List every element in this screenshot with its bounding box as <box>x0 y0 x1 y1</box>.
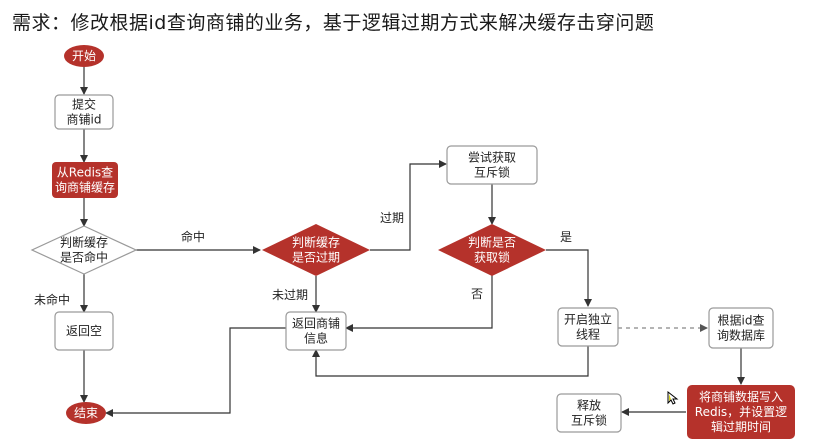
edge-lockcheck-thread <box>546 249 592 307</box>
return-shop-line-2: 信息 <box>304 331 328 346</box>
edge-label-hit: 命中 <box>181 229 205 244</box>
end-line-1: 结束 <box>74 406 98 420</box>
new-thread-line-1: 开启独立 <box>564 312 612 327</box>
edge-label-miss: 未命中 <box>34 292 70 307</box>
lock-check-label: 判断是否获取锁 <box>468 235 516 265</box>
write-redis-box <box>687 385 795 439</box>
expire-check-line-1: 判断缓存 <box>292 235 340 250</box>
edge-labels: 命中 未命中 过期 未过期 是 否 <box>34 211 572 307</box>
try-lock-line-1: 尝试获取 <box>468 150 516 165</box>
node-hit-check: 判断缓存是否命中 <box>30 225 138 275</box>
edge-return-end <box>105 327 288 417</box>
submit-box <box>54 94 114 130</box>
connectors <box>80 67 745 417</box>
query-db-label: 根据id查询数据库 <box>717 314 765 343</box>
edge-label-no: 否 <box>471 287 483 301</box>
end-label: 结束 <box>74 406 98 420</box>
expire-check-line-2: 是否过期 <box>292 251 340 265</box>
hit-check-diamond <box>30 225 138 275</box>
end-oval <box>66 402 106 424</box>
edge-label-not-expired: 未过期 <box>272 288 308 302</box>
release-lock-line-2: 互斥锁 <box>571 413 607 428</box>
query-redis-box <box>52 162 118 198</box>
try-lock-label: 尝试获取互斥锁 <box>468 150 516 180</box>
node-new-thread: 开启独立线程 <box>557 307 619 347</box>
return-empty-line-1: 返回空 <box>66 324 102 338</box>
lock-check-line-2: 获取锁 <box>474 250 510 265</box>
new-thread-line-2: 线程 <box>576 327 600 342</box>
node-start: 开始 <box>64 45 104 67</box>
write-redis-line-1: 将商铺数据写入 <box>699 389 783 404</box>
release-lock-label: 释放互斥锁 <box>571 398 607 428</box>
start-oval <box>64 45 104 67</box>
page-title: 需求：修改根据id查询商铺的业务，基于逻辑过期方式来解决缓存击穿问题 <box>12 12 655 34</box>
hit-check-line-2: 是否命中 <box>60 250 108 265</box>
submit-line-1: 提交 <box>72 97 96 112</box>
hit-check-label: 判断缓存是否命中 <box>60 235 108 265</box>
new-thread-box <box>557 307 619 347</box>
lock-check-diamond <box>438 224 546 276</box>
lock-check-line-1: 判断是否 <box>468 235 516 250</box>
try-lock-line-2: 互斥锁 <box>474 165 510 180</box>
query-db-line-1: 根据id查 <box>718 314 765 328</box>
write-redis-line-2: Redis，并设置逻 <box>695 405 787 419</box>
return-shop-line-1: 返回商铺 <box>292 316 340 331</box>
node-end: 结束 <box>66 402 106 424</box>
query-redis-line-1: 从Redis查 <box>57 166 113 180</box>
expire-check-label: 判断缓存是否过期 <box>292 235 340 265</box>
submit-line-2: 商铺id <box>67 112 102 127</box>
mouse-cursor-icon <box>667 391 679 405</box>
return-empty-box <box>54 311 114 351</box>
query-redis-label: 从Redis查询商铺缓存 <box>55 166 115 195</box>
node-query-redis: 从Redis查询商铺缓存 <box>52 162 118 198</box>
start-label: 开始 <box>72 49 96 63</box>
edge-label-expired: 过期 <box>380 211 404 225</box>
node-return-shop: 返回商铺信息 <box>285 311 347 351</box>
return-shop-label: 返回商铺信息 <box>292 316 340 346</box>
write-redis-line-3: 辑过期时间 <box>711 420 771 434</box>
return-empty-label: 返回空 <box>66 324 102 338</box>
try-lock-box <box>446 145 538 185</box>
node-submit: 提交商铺id <box>54 94 114 130</box>
hit-check-line-1: 判断缓存 <box>60 235 108 250</box>
edge-lockcheck-return <box>345 274 493 332</box>
edge-label-yes: 是 <box>560 230 572 244</box>
node-lock-check: 判断是否获取锁 <box>438 224 546 276</box>
release-lock-line-1: 释放 <box>577 398 601 413</box>
return-shop-box <box>285 311 347 351</box>
node-release-lock: 释放互斥锁 <box>556 393 622 433</box>
node-expire-check: 判断缓存是否过期 <box>262 224 370 276</box>
node-return-empty: 返回空 <box>54 311 114 351</box>
node-try-lock: 尝试获取互斥锁 <box>446 145 538 185</box>
expire-check-diamond <box>262 224 370 276</box>
release-lock-box <box>556 393 622 433</box>
node-query-db: 根据id查询数据库 <box>708 307 774 349</box>
query-db-box <box>708 307 774 349</box>
edge-expire-trylock <box>370 160 447 251</box>
edge-thread-return <box>312 346 589 377</box>
submit-label: 提交商铺id <box>67 97 102 127</box>
query-db-line-2: 询数据库 <box>717 328 765 343</box>
start-line-1: 开始 <box>72 49 96 63</box>
new-thread-label: 开启独立线程 <box>564 312 612 342</box>
query-redis-line-2: 询商铺缓存 <box>55 180 115 195</box>
